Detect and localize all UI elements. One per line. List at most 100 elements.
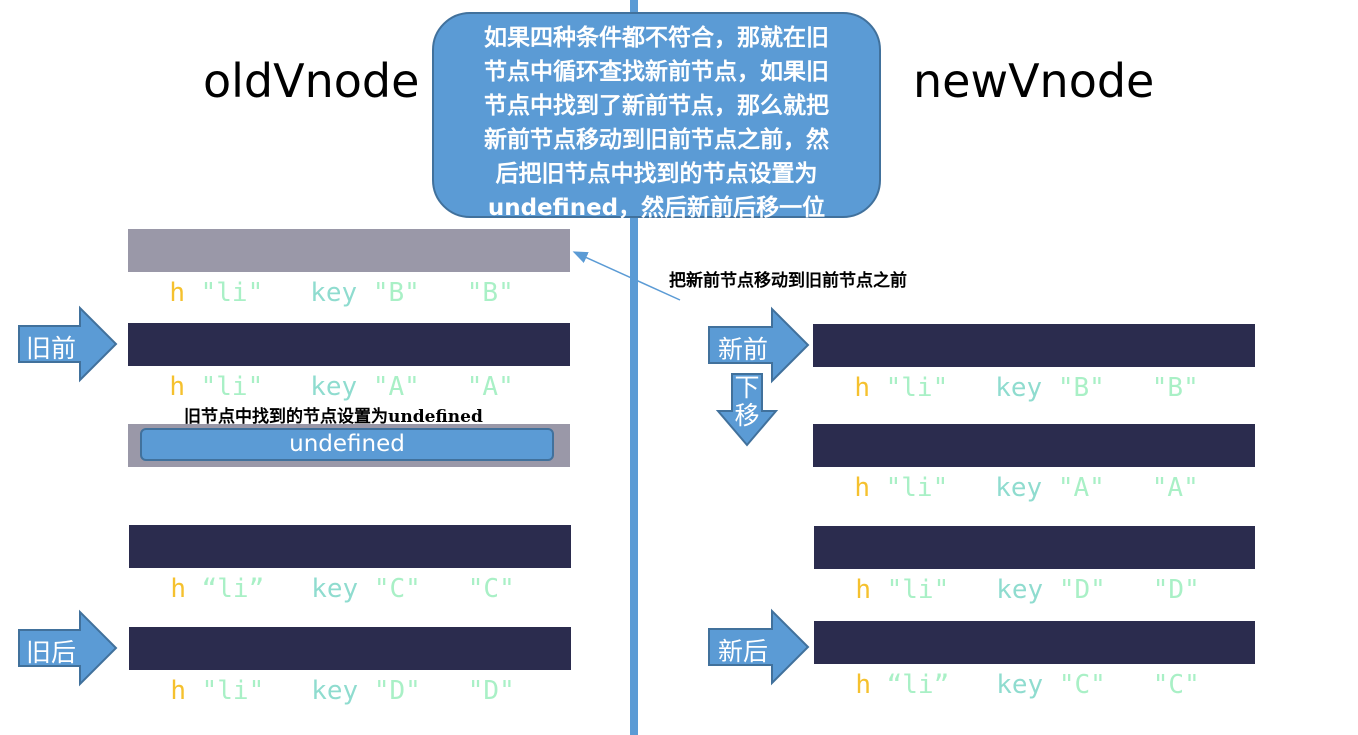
node-tag: “li” (886, 670, 950, 700)
node-colon: : (357, 372, 373, 402)
node-text: "B" (1151, 373, 1199, 403)
right-arrow-icon (708, 306, 810, 384)
node-colon: : (357, 278, 373, 308)
node-key-label: key (311, 676, 359, 706)
node-key-label: key (311, 574, 359, 604)
node-sep: , { (948, 373, 996, 403)
node-close: ,) (1198, 473, 1231, 503)
node-key: "B" (372, 278, 420, 308)
old-node-a: h("li", {key:"A"}, "A",) (128, 323, 570, 402)
node-text: "C" (467, 574, 515, 604)
old-node-c: h(“li”, {key:"C"}, "C",) (129, 525, 571, 604)
right-arrow-icon (18, 305, 118, 383)
callout-line: 节点中找到了新前节点，那么就把 (484, 92, 829, 119)
node-close: ,) (1198, 373, 1231, 403)
new-start-pointer: 新前 (708, 306, 810, 384)
node-fn: h (854, 373, 870, 403)
node-fn: h (855, 670, 871, 700)
node-sep: , { (264, 676, 312, 706)
node-open: ( (870, 670, 887, 700)
pointer-label: 下 (734, 373, 760, 402)
node-key: "A" (1057, 473, 1105, 503)
node-open: ( (869, 373, 886, 403)
pointer-label: 旧前 (25, 334, 76, 363)
old-vnode-title: oldVnode (203, 54, 420, 108)
node-open: ( (184, 372, 201, 402)
new-node-a: h("li", {key:"A"}, "A",) (813, 424, 1255, 503)
node-close: ,) (513, 278, 546, 308)
old-start-pointer: 旧前 (18, 305, 118, 383)
old-end-pointer: 旧后 (18, 609, 118, 687)
node-tag: "li" (885, 373, 949, 403)
new-end-pointer: 新后 (708, 608, 810, 686)
node-sep: , { (949, 670, 997, 700)
node-open: ( (869, 473, 886, 503)
node-sep: , { (949, 575, 997, 605)
node-key-label: key (310, 372, 358, 402)
pointer-label: 新后 (717, 637, 768, 666)
node-close: ,) (1199, 575, 1232, 605)
callout-line: undefined，然后新前后移一位 (487, 195, 826, 221)
node-tag: "li" (201, 676, 265, 706)
node-colon: : (1043, 575, 1059, 605)
node-fn: h (169, 278, 185, 308)
node-sep: }, (420, 574, 468, 604)
node-sep: , { (264, 574, 312, 604)
node-sep: }, (1105, 575, 1153, 605)
node-open: ( (185, 574, 202, 604)
undefined-placeholder: undefined (140, 428, 554, 461)
new-vnode-title: newVnode (913, 54, 1155, 108)
node-close: ,) (513, 372, 546, 402)
node-fn: h (170, 574, 186, 604)
old-node-b-moved: h("li", {key:"B"}, "B",) (128, 229, 570, 308)
node-tag: "li" (200, 278, 264, 308)
callout-line: 如果四种条件都不符合，那就在旧 (484, 24, 829, 51)
pointer-label: 移 (734, 401, 760, 430)
node-key: "B" (1057, 373, 1105, 403)
node-tag: “li” (201, 574, 265, 604)
new-node-b: h("li", {key:"B"}, "B",) (813, 324, 1255, 403)
new-node-d: h("li", {key:"D"}, "D",) (814, 526, 1255, 605)
old-node-d: h("li", {key:"D"}, "D",) (129, 627, 571, 706)
old-node-undefined: undefined (128, 424, 570, 467)
node-close: ,) (514, 574, 547, 604)
center-divider (630, 0, 638, 735)
node-fn: h (855, 575, 871, 605)
node-key: "D" (1058, 575, 1106, 605)
node-open: ( (870, 575, 887, 605)
node-colon: : (1042, 373, 1058, 403)
node-key-label: key (995, 473, 1043, 503)
node-close: ,) (1199, 670, 1232, 700)
node-colon: : (358, 676, 374, 706)
node-colon: : (1042, 473, 1058, 503)
node-colon: : (358, 574, 374, 604)
node-fn: h (169, 372, 185, 402)
node-text: "D" (467, 676, 515, 706)
new-node-c: h(“li”, {key:"C"}, "C",) (814, 621, 1255, 700)
node-close: ,) (514, 676, 547, 706)
move-note: 把新前节点移动到旧前节点之前 (669, 271, 907, 291)
right-arrow-icon (18, 609, 118, 687)
node-fn: h (170, 676, 186, 706)
move-down-pointer: 下 移 (715, 373, 779, 447)
pointer-label: 新前 (717, 335, 768, 364)
node-sep: , { (948, 473, 996, 503)
node-open: ( (185, 676, 202, 706)
node-colon: : (1043, 670, 1059, 700)
node-sep: }, (1105, 670, 1153, 700)
node-key-label: key (310, 278, 358, 308)
node-open: ( (184, 278, 201, 308)
node-fn: h (854, 473, 870, 503)
node-text: "A" (466, 372, 514, 402)
node-text: "C" (1152, 670, 1200, 700)
node-sep: }, (419, 278, 467, 308)
node-tag: "li" (200, 372, 264, 402)
node-sep: , { (263, 278, 311, 308)
node-key: "C" (1058, 670, 1106, 700)
node-text: "D" (1152, 575, 1200, 605)
node-text: "A" (1151, 473, 1199, 503)
undefined-note: 旧节点中找到的节点设置为undefined (184, 407, 483, 427)
node-key-label: key (995, 373, 1043, 403)
callout-line: 后把旧节点中找到的节点设置为 (495, 160, 818, 187)
